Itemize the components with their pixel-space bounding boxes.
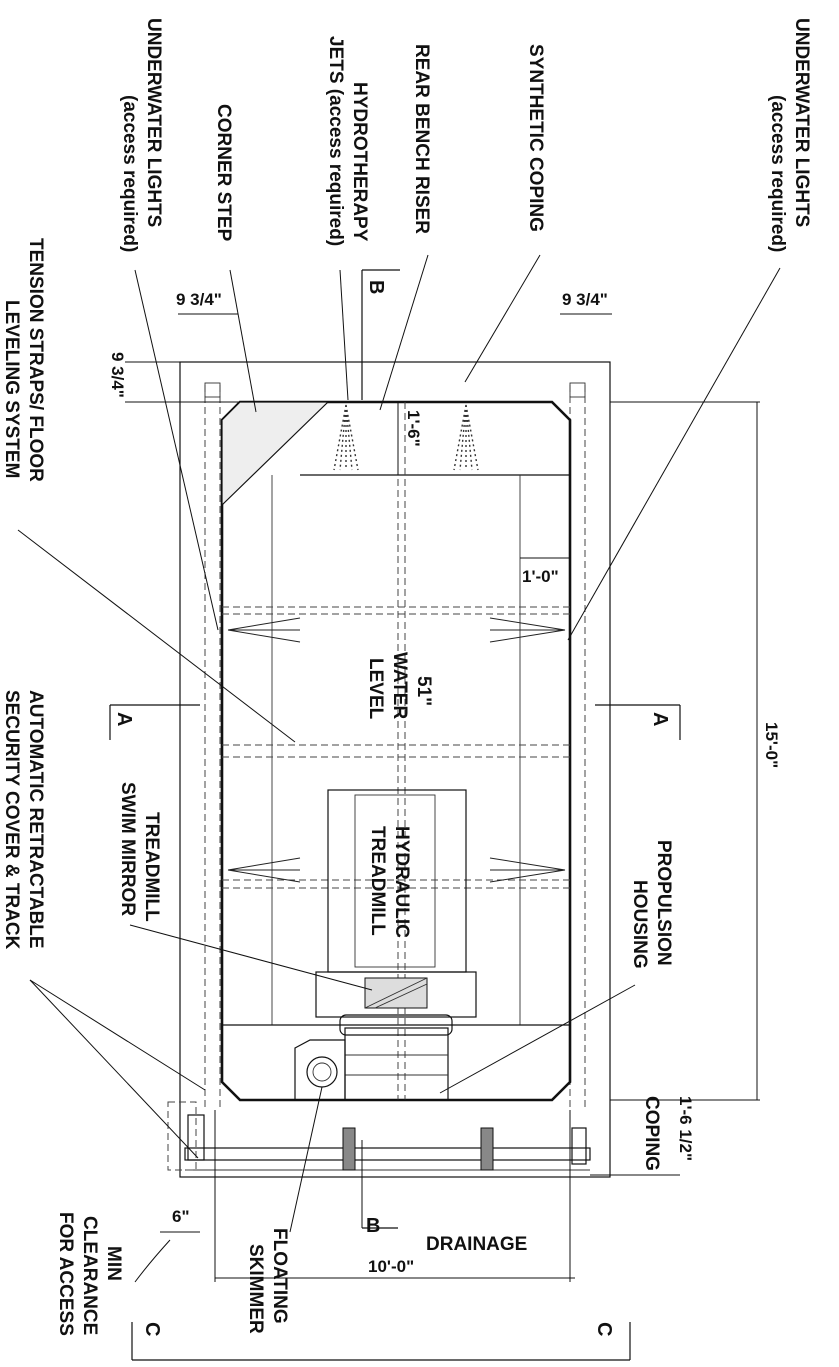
- label-for-access: FOR ACCESS: [55, 1212, 76, 1336]
- pool-basin: [220, 400, 572, 1102]
- label-hydrotherapy: HYDROTHERAPY: [349, 82, 370, 242]
- label-security-cover: SECURITY COVER & TRACK: [1, 690, 22, 950]
- dim-length: 15'-0": [762, 722, 781, 768]
- label-corner-step: CORNER STEP: [213, 104, 234, 242]
- label-synthetic-coping: SYNTHETIC COPING: [525, 44, 546, 232]
- label-drainage: DRAINAGE: [426, 1234, 527, 1255]
- propulsion-housing: [294, 1014, 453, 1101]
- leader-lines: [17, 254, 781, 1283]
- section-b-bottom: B: [366, 1215, 380, 1237]
- label-swim-mirror: SWIM MIRROR: [117, 782, 138, 916]
- dim-side: 9 3/4": [108, 352, 127, 398]
- label-treadmill: TREADMILL: [141, 812, 162, 922]
- section-markers: [109, 269, 681, 1361]
- label-floating: FLOATING: [269, 1228, 290, 1324]
- dim-coping: 1'-6 1/2": [676, 1096, 695, 1161]
- dim-top-right: 9 3/4": [562, 290, 608, 309]
- label-water-level-value: 51": [413, 676, 434, 706]
- label-coping: COPING: [641, 1096, 662, 1171]
- label-housing: HOUSING: [629, 880, 650, 969]
- section-a-right: A: [649, 712, 671, 726]
- label-propulsion: PROPULSION: [653, 840, 674, 966]
- label-underwater-lights-left: UNDERWATER LIGHTS: [143, 18, 164, 227]
- section-c-left: C: [141, 1322, 163, 1336]
- label-min: MIN: [103, 1246, 124, 1281]
- label-underwater-lights-left-note: (access required): [119, 95, 140, 252]
- dim-clearance: 6": [172, 1207, 190, 1226]
- label-hydrotherapy-note: JETS (access required): [325, 36, 346, 246]
- label-clearance: CLEARANCE: [79, 1216, 100, 1335]
- section-b-top: B: [365, 280, 387, 294]
- dim-wall-offset: 1'-0": [522, 567, 559, 586]
- section-c-right: C: [593, 1322, 615, 1336]
- dim-bench: 1'-6": [404, 410, 423, 447]
- dimension-lines: [125, 313, 760, 1282]
- label-hydraulic: HYDRAULIC: [391, 826, 412, 938]
- security-cover-track: [167, 1101, 591, 1171]
- underwater-light-rays: [227, 617, 566, 883]
- jet-spray-icon: [333, 404, 359, 471]
- label-water: WATER: [389, 652, 410, 719]
- label-skimmer: SKIMMER: [245, 1244, 266, 1334]
- hydraulic-treadmill: [315, 789, 477, 1018]
- label-underwater-lights-right: UNDERWATER LIGHTS: [791, 18, 812, 227]
- label-treadmill-machine: TREADMILL: [367, 826, 388, 936]
- skimmer-icon: [306, 1056, 338, 1088]
- jet-spray-icon: [453, 404, 479, 471]
- corner-step: [221, 401, 330, 507]
- label-underwater-lights-right-note: (access required): [767, 95, 788, 252]
- label-level: LEVEL: [365, 658, 386, 720]
- label-tension-straps: TENSION STRAPS/ FLOOR: [25, 238, 46, 482]
- dim-top-left: 9 3/4": [176, 290, 222, 309]
- label-leveling-system: LEVELING SYSTEM: [1, 300, 22, 478]
- pool-structure: [179, 361, 611, 1178]
- dim-width: 10'-0": [368, 1257, 414, 1276]
- section-a-left: A: [113, 712, 135, 726]
- label-rear-bench-riser: REAR BENCH RISER: [411, 44, 432, 234]
- label-automatic-retractable: AUTOMATIC RETRACTABLE: [25, 690, 46, 949]
